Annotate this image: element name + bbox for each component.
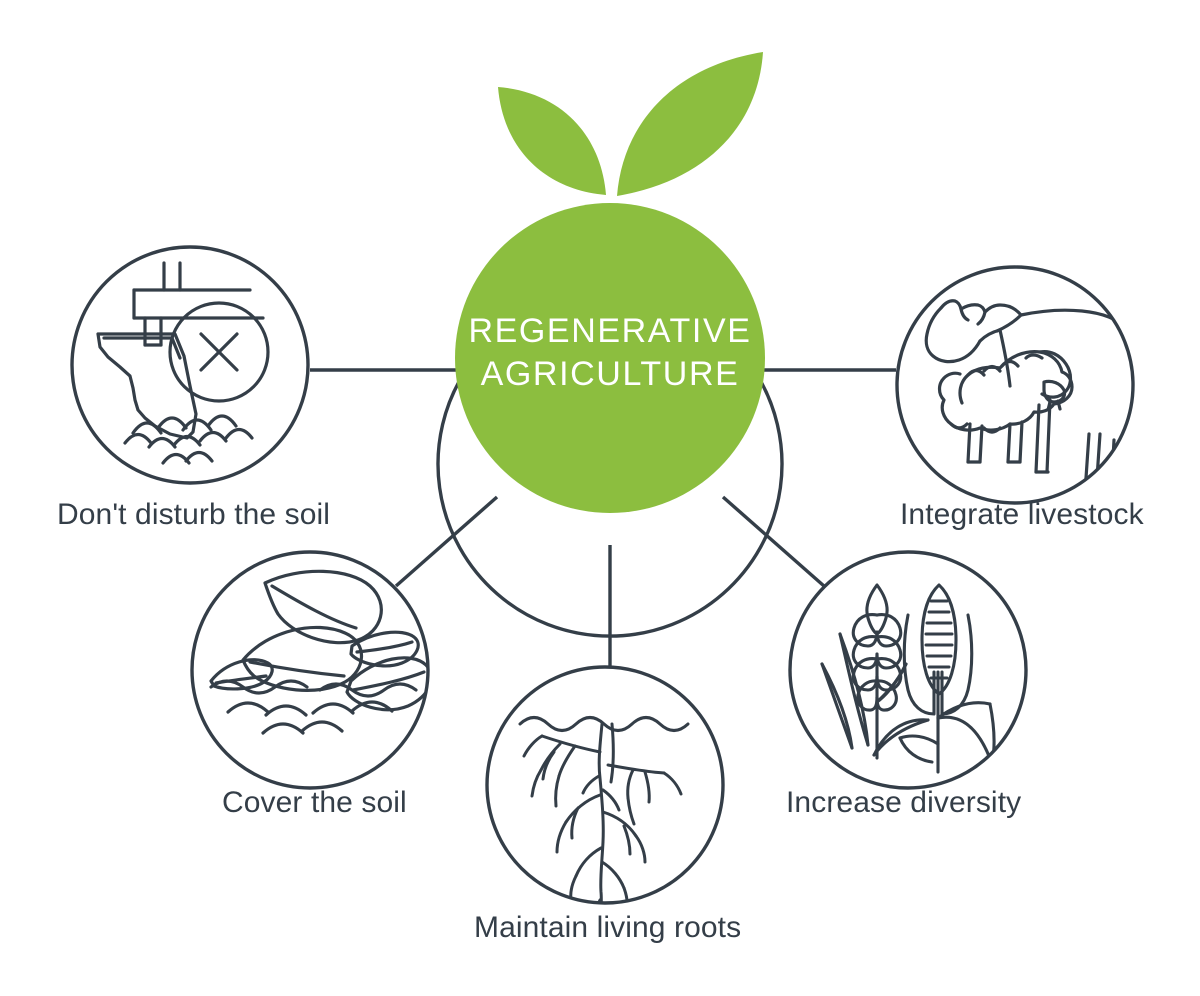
center-hub-title: REGENERATIVE AGRICULTURE <box>455 310 765 396</box>
center-title-line-1: REGENERATIVE <box>468 312 752 350</box>
label-integrate-livestock: Integrate livestock <box>900 498 1144 531</box>
circle-outline-dont-disturb-soil <box>70 245 310 485</box>
circle-outline-cover-the-soil <box>190 550 430 790</box>
center-hub-group <box>436 52 784 638</box>
icon-maintain-living-roots-group[interactable] <box>485 665 725 922</box>
icon-increase-diversity-group[interactable] <box>788 550 1028 790</box>
cow-and-sheep-icon <box>924 299 1133 480</box>
plough-crossed-out-icon <box>96 261 270 465</box>
center-title-line-2: AGRICULTURE <box>480 355 740 393</box>
leaf-right <box>617 52 763 196</box>
label-maintain-living-roots: Maintain living roots <box>474 911 742 944</box>
label-increase-diversity: Increase diversity <box>786 786 1022 819</box>
icon-cover-the-soil-group[interactable] <box>190 550 431 790</box>
circle-outline-maintain-living-roots <box>485 665 725 905</box>
label-cover-the-soil: Cover the soil <box>222 786 407 819</box>
connector-cover-the-soil <box>394 495 499 588</box>
icon-dont-disturb-soil-group[interactable] <box>70 245 310 485</box>
leaf-left <box>498 87 606 195</box>
connector-lines <box>310 368 896 668</box>
center-hub-ring-arc <box>436 369 784 638</box>
connector-increase-diversity <box>721 495 826 588</box>
circle-outline-integrate-livestock <box>895 265 1135 505</box>
sprout-leaves-icon <box>498 52 763 196</box>
icon-integrate-livestock-group[interactable] <box>895 265 1138 505</box>
center-circle <box>455 203 765 513</box>
fallen-leaves-icon <box>209 569 428 735</box>
label-dont-disturb-soil: Don't disturb the soil <box>57 498 331 531</box>
